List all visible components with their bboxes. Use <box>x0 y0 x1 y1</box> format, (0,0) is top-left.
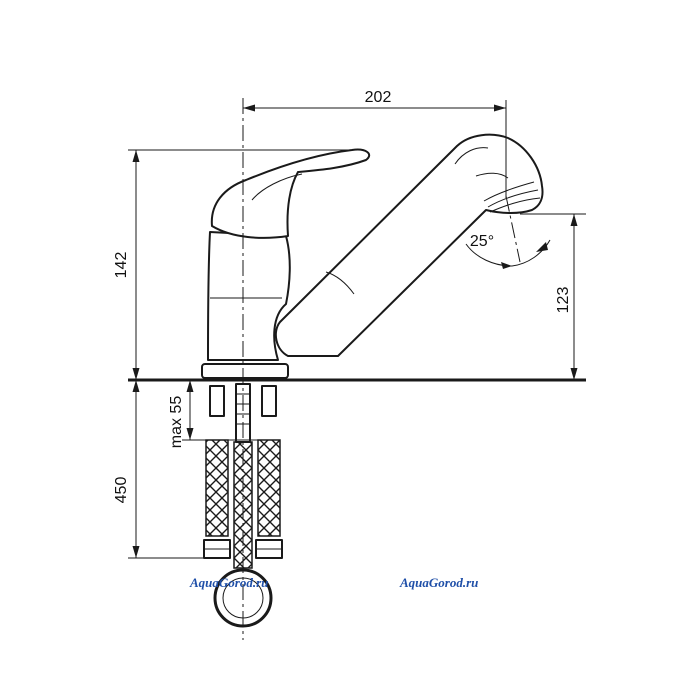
max-thickness-label: max 55 <box>168 396 185 449</box>
base-flange <box>201 363 289 379</box>
watermark-right: AquaGorod.ru <box>399 575 478 590</box>
dimension-spray-angle: 25° <box>465 233 551 269</box>
dimension-max-thickness: max 55 <box>168 380 268 448</box>
dimension-hose-length: 450 <box>113 380 204 559</box>
spray-angle-label: 25° <box>470 233 494 250</box>
dimension-spout-height: 123 <box>520 213 586 380</box>
left-supply-hose <box>203 385 231 559</box>
pull-out-spout <box>274 133 544 357</box>
spout-reach-label: 202 <box>365 89 392 106</box>
watermark-left: AquaGorod.ru <box>189 575 268 590</box>
hose-length-label: 450 <box>113 477 130 504</box>
spout-height-label: 123 <box>555 287 572 314</box>
dimension-spout-reach: 202 <box>243 89 507 198</box>
dimension-body-height: 142 <box>113 149 348 380</box>
body-height-label: 142 <box>113 252 130 279</box>
spray-axis-line <box>505 195 521 263</box>
right-supply-hose <box>255 385 283 559</box>
lever-handle <box>210 148 371 239</box>
faucet-body <box>207 231 291 361</box>
